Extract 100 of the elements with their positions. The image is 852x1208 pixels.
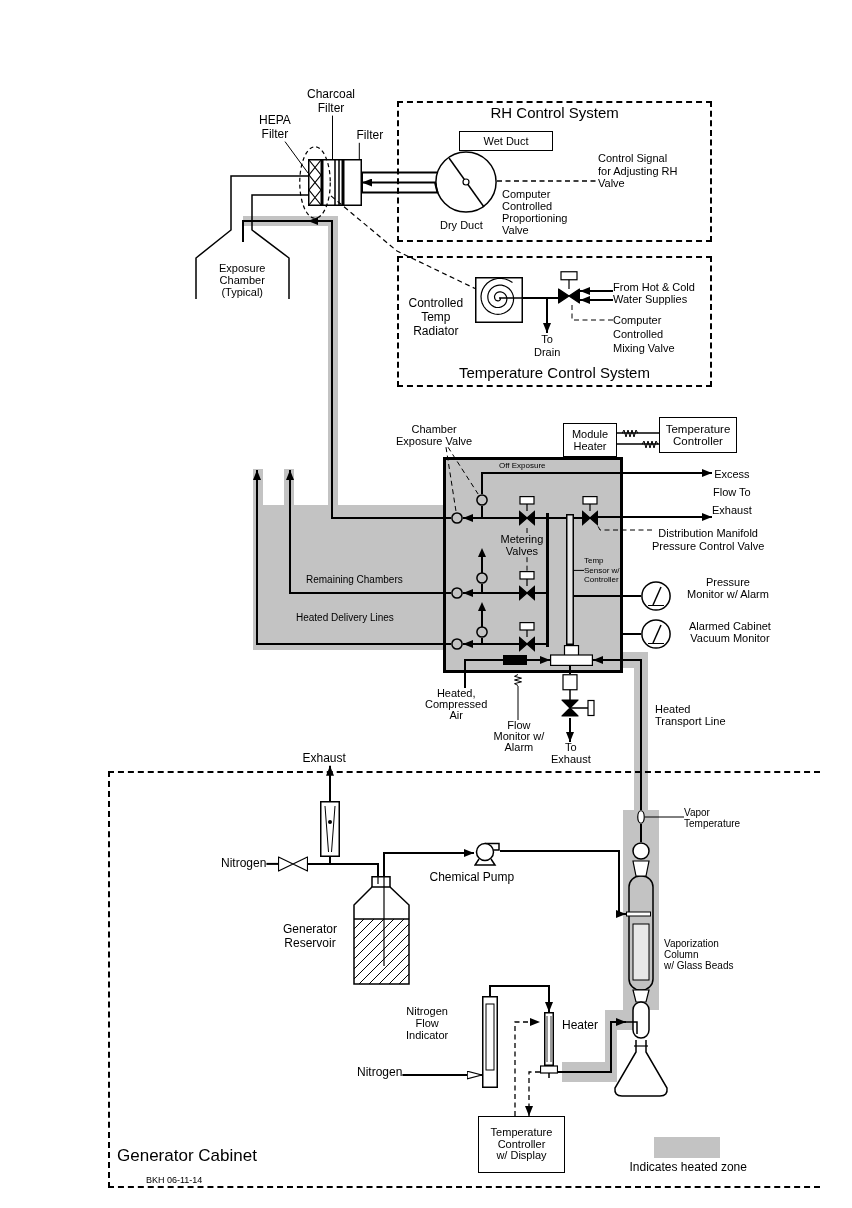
flow-arrow	[253, 469, 452, 645]
wire-line	[616, 443, 660, 445]
pump-symbol	[474, 842, 500, 866]
leader-line	[447, 446, 479, 495]
leader-line	[571, 304, 614, 321]
valve-circle	[451, 587, 463, 599]
signal-line	[514, 1018, 541, 1117]
tee-fitting	[550, 645, 593, 666]
coil-sensor	[513, 674, 523, 686]
flow-arrow	[579, 296, 614, 304]
wire-line	[616, 432, 660, 434]
pipe-line	[569, 665, 571, 675]
dashed-region	[397, 256, 712, 387]
callout-label: Control Signal for Adjusting RH Valve	[598, 152, 678, 190]
reservoir-bottle	[353, 876, 410, 985]
flow-arrow	[307, 217, 452, 519]
valve-symbol	[582, 496, 598, 526]
edge-label: Off Exposure	[499, 462, 546, 471]
region-title: Generator Cabinet	[117, 1146, 257, 1166]
pipe-line	[573, 517, 583, 519]
exposure-chamber: Exposure Chamber (Typical)	[195, 175, 308, 300]
pipe-line	[548, 517, 567, 519]
flow-arrow	[499, 850, 627, 918]
flow-arrow	[286, 469, 452, 594]
callout-label: Nitrogen	[221, 857, 267, 871]
pipe-line	[573, 595, 642, 597]
flow-arrow	[592, 656, 642, 811]
component-label: Controlled Temp Radiator	[408, 297, 464, 339]
valve-circle	[476, 494, 488, 506]
callout-label: Temp Sensor w/ Controller	[584, 556, 620, 585]
flow-arrow	[361, 171, 439, 194]
leader-line	[597, 525, 653, 531]
radiator-coil	[475, 277, 523, 323]
callout-label: Exhaust	[302, 752, 346, 766]
pipe-line	[534, 643, 547, 645]
callout-label: To Drain	[534, 333, 561, 359]
leader-line	[526, 525, 528, 534]
valve-circle	[451, 638, 463, 650]
component-label: Alarmed Cabinet Vacuum Monitor	[689, 620, 771, 645]
valve-circle	[476, 548, 488, 584]
gauge-dial	[641, 581, 671, 611]
component-label: Chemical Pump	[429, 871, 515, 885]
leader-line	[284, 141, 309, 174]
component-label: Dry Duct	[440, 219, 483, 232]
pipe-line	[534, 517, 547, 519]
flowmeter-tube	[482, 996, 498, 1088]
dashed-region	[397, 101, 712, 242]
valve-symbol	[519, 622, 535, 652]
flow-arrow	[383, 849, 475, 877]
flow-arrow	[526, 656, 551, 664]
callout-line	[330, 195, 476, 290]
sensor-tube	[566, 514, 574, 645]
callout-label: Nitrogen	[357, 1066, 403, 1080]
edge-label: Remaining Chambers	[306, 574, 403, 585]
drawing-code: BKH 06-11-14	[146, 1175, 203, 1186]
glass-column	[626, 842, 656, 1040]
valve-symbol	[278, 856, 308, 872]
pipe-line	[622, 633, 642, 635]
duct-box: Wet Duct	[459, 131, 553, 151]
manifold-bar	[546, 513, 549, 647]
leader-line	[445, 446, 457, 513]
valve-symbol	[519, 571, 535, 601]
leader-line	[332, 115, 333, 160]
controller-box: Temperature Controller	[659, 417, 737, 453]
leader-line	[644, 816, 685, 818]
heater-box: Module Heater	[563, 423, 617, 457]
component-label: Vaporization Column w/ Glass Beads	[664, 938, 734, 971]
signal-line	[525, 1071, 541, 1117]
flow-arrow	[489, 985, 553, 1013]
callout-label: Chamber Exposure Valve	[396, 423, 473, 448]
signal-line	[496, 180, 599, 182]
leader-line	[517, 685, 519, 721]
legend-text: Indicates heated zone	[629, 1161, 747, 1175]
callout-label: Vapor Temperature	[684, 807, 741, 829]
flow-arrow	[557, 1018, 627, 1073]
callout-label: To Exhaust	[551, 742, 591, 766]
callout-label: Metering Valves	[500, 533, 544, 558]
flow-arrow	[401, 1070, 483, 1080]
component-label: Pressure Monitor w/ Alarm	[687, 576, 769, 601]
flask	[613, 1040, 669, 1097]
callout-label: Heated, Compressed Air	[425, 688, 488, 721]
pipe-line	[640, 823, 642, 843]
leader-line	[526, 556, 528, 572]
valve-symbol	[519, 496, 535, 526]
edge-label: Heated Transport Line	[655, 703, 726, 728]
pipe-line	[464, 659, 504, 689]
dashed-region	[108, 771, 820, 1188]
pipe-line	[481, 505, 520, 519]
distribution-module	[443, 457, 623, 673]
rotameter-tube	[320, 801, 340, 857]
controller-box: Temperature Controller w/ Display	[478, 1116, 565, 1173]
flow-arrow	[326, 764, 334, 802]
valve-circle	[476, 602, 488, 638]
valve-circle	[451, 512, 463, 524]
component-label: Heater	[562, 1019, 599, 1033]
callout-label: Computer Controlled Mixing Valve	[613, 314, 675, 356]
filter-section	[322, 159, 343, 206]
leader-line	[573, 569, 585, 571]
flow-arrow	[522, 297, 551, 334]
region-title: Temperature Control System	[459, 364, 650, 382]
